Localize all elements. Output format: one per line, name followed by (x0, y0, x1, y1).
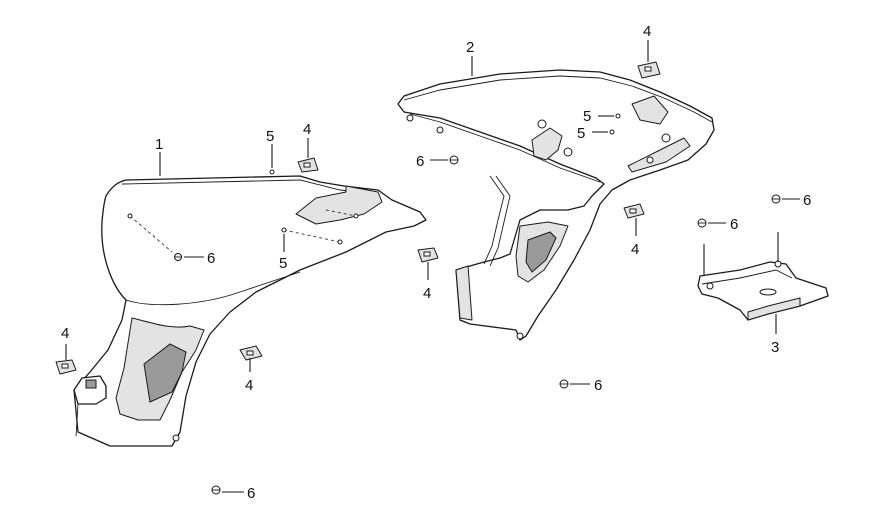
fastener-6-e (697, 218, 707, 228)
clip-4-b (239, 345, 263, 361)
callout-6-d: 6 (594, 377, 602, 394)
callout-3: 3 (771, 339, 779, 356)
callout-4-b: 4 (245, 377, 253, 394)
part-2-right-trim-panel (397, 69, 715, 341)
fastener-6-c (449, 155, 459, 165)
callout-4-f: 4 (643, 23, 651, 40)
callout-4-d: 4 (423, 285, 431, 302)
callout-6-e: 6 (730, 216, 738, 233)
part-1-left-trim-panel (73, 175, 427, 447)
callout-5-d: 5 (577, 125, 585, 142)
callout-1: 1 (155, 136, 163, 153)
clip-4-f (637, 61, 661, 79)
callout-5-b: 5 (279, 255, 287, 272)
callout-6-c: 6 (416, 153, 424, 170)
clip-4-e (623, 203, 645, 219)
fastener-6-d (559, 379, 569, 389)
callout-4-e: 4 (631, 241, 639, 258)
callout-4-a: 4 (61, 325, 69, 342)
screw-5-d (609, 129, 615, 135)
callout-6-f: 6 (803, 192, 811, 209)
callout-4-c: 4 (303, 121, 311, 138)
screw-5-a (269, 169, 275, 175)
fastener-6-a (174, 253, 182, 261)
callout-labels: 1 2 3 4 4 4 4 4 4 5 5 5 5 6 6 6 6 6 6 (61, 23, 811, 502)
callout-6-a: 6 (207, 250, 215, 267)
screw-5-c (615, 113, 621, 119)
clip-4-d (417, 247, 439, 263)
fastener-6-f (771, 194, 781, 204)
clip-4-a (55, 359, 77, 375)
callout-5-c: 5 (583, 108, 591, 125)
fastener-6-b (211, 485, 221, 495)
screw-5-b (281, 227, 287, 233)
callout-2: 2 (466, 39, 474, 56)
leader-lines (65, 40, 800, 493)
clip-4-c (297, 157, 319, 173)
callout-5-a: 5 (266, 128, 274, 145)
callout-6-b: 6 (247, 485, 255, 502)
part-3-cover-piece (697, 260, 829, 321)
